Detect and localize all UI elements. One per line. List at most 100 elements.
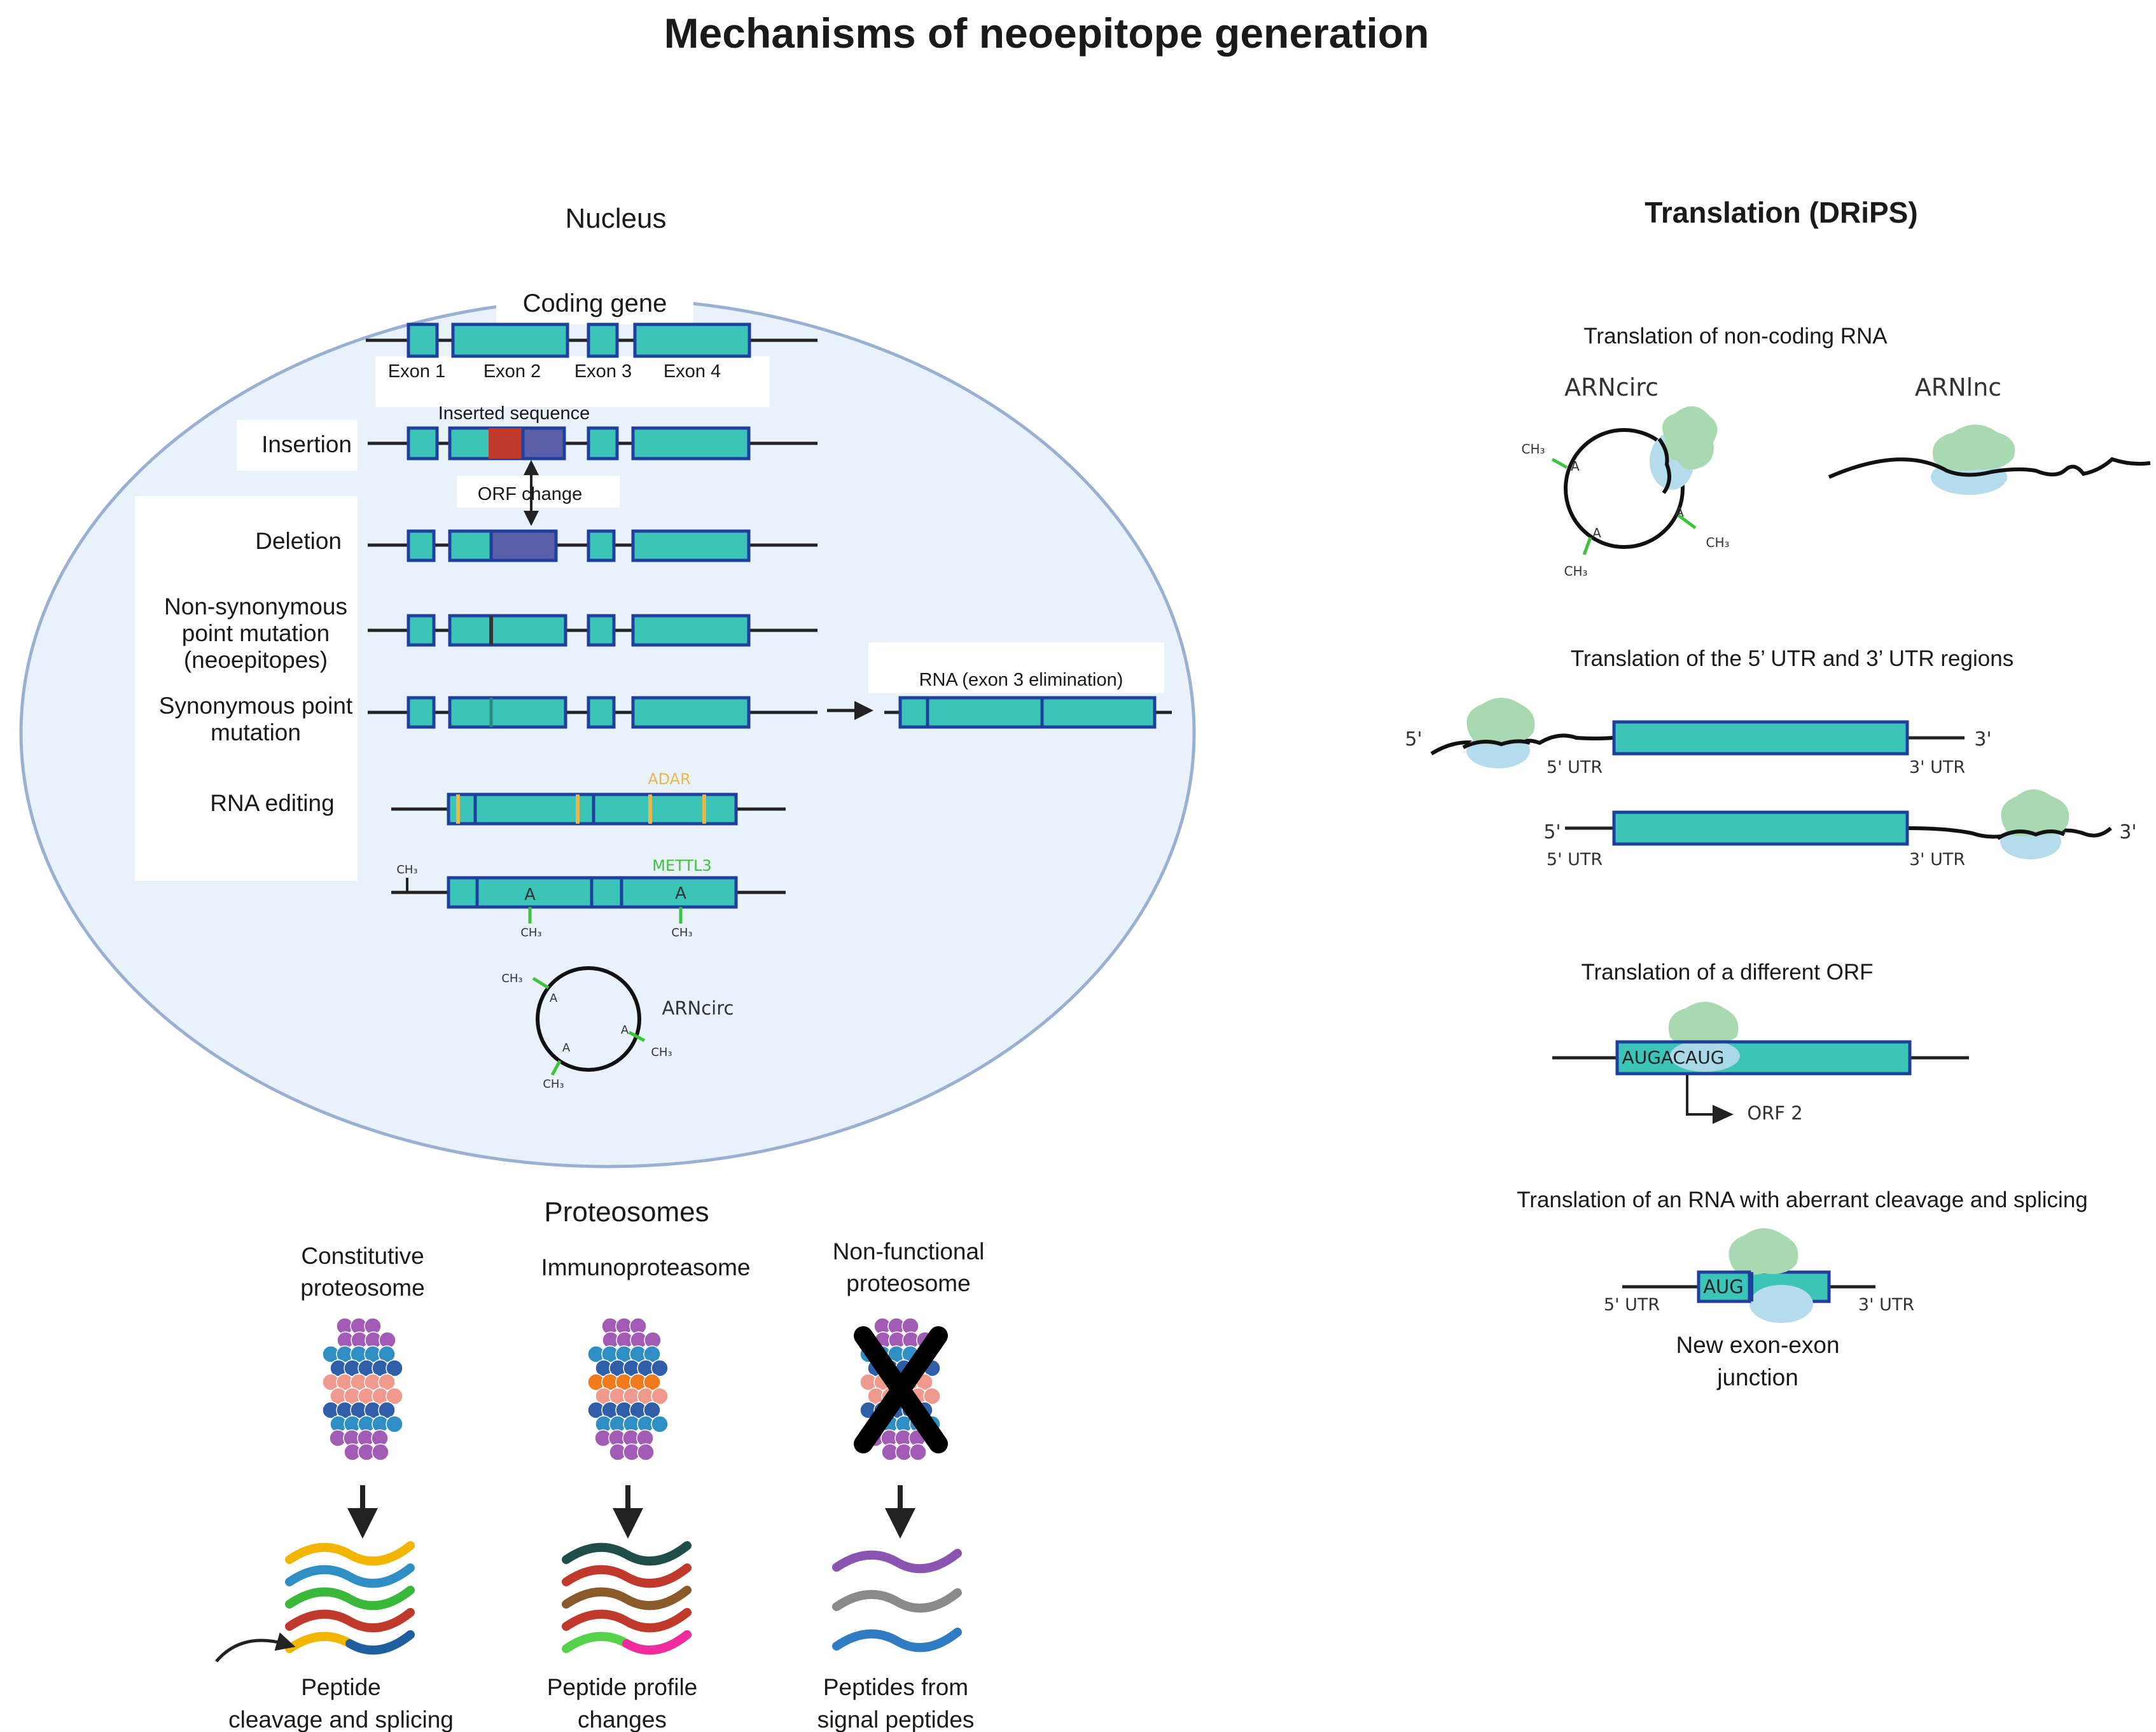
noncoding-title: Translation of non-coding RNA bbox=[1583, 324, 1888, 349]
utr-row2-utr5: 5' UTR bbox=[1547, 850, 1603, 869]
junction-label-1: New exon-exon bbox=[1676, 1332, 1839, 1358]
inserted-sequence-label: Inserted sequence bbox=[438, 403, 590, 424]
exon-4 bbox=[633, 322, 751, 358]
peptide-strand bbox=[832, 1628, 962, 1652]
coding-gene-label: Coding gene bbox=[523, 289, 667, 317]
peptide-strand bbox=[562, 1586, 692, 1611]
inserted-sequence bbox=[489, 428, 523, 459]
arncirc-label: ARNcirc bbox=[1564, 373, 1659, 401]
syn-label-1: Synonymous point bbox=[159, 693, 353, 719]
deletion-row bbox=[368, 529, 817, 562]
proteasomes-heading: Proteosomes bbox=[544, 1196, 709, 1228]
nucleus-circ-ch3-1: CH₃ bbox=[501, 972, 522, 985]
mettl3-label: METTL3 bbox=[652, 857, 711, 875]
adar-label: ADAR bbox=[648, 770, 691, 788]
altered-segment bbox=[622, 1630, 692, 1655]
orf-title: Translation of a different ORF bbox=[1581, 960, 1873, 985]
aberrant-utr3: 3' UTR bbox=[1858, 1295, 1914, 1315]
ch3-label-1: CH₃ bbox=[520, 926, 541, 939]
nucleus-circ-a2: A bbox=[621, 1023, 629, 1037]
peptide-strand bbox=[832, 1549, 962, 1574]
out1-label-1: Peptide bbox=[301, 1674, 381, 1700]
utr-row2-3prime: 3' bbox=[2119, 821, 2136, 843]
nonsyn-row bbox=[368, 614, 817, 647]
coding-gene-row bbox=[366, 322, 817, 358]
nucleus-heading: Nucleus bbox=[566, 203, 667, 234]
rna-editing-label: RNA editing bbox=[210, 790, 334, 816]
rna-exon3-label: RNA (exon 3 elimination) bbox=[919, 670, 1123, 690]
utr-title: Translation of the 5’ UTR and 3’ UTR reg… bbox=[1571, 646, 2013, 671]
proteasome-subunit bbox=[909, 1443, 927, 1461]
augacaug-label: AUGACAUG bbox=[1622, 1047, 1725, 1068]
proteasome-subunit bbox=[637, 1443, 655, 1461]
exon-1 bbox=[407, 322, 439, 358]
utr-row2-utr3: 3' UTR bbox=[1909, 850, 1965, 869]
immunoproteasome-icon bbox=[587, 1317, 669, 1461]
utr5-row bbox=[1430, 698, 1965, 768]
deletion-label: Deletion bbox=[255, 528, 342, 554]
peptide-strand bbox=[562, 1541, 692, 1566]
nucleus-panel: Nucleus Coding gene Exon 1 Exon 2 Exon 3… bbox=[19, 203, 1196, 1168]
exon-4-label: Exon 4 bbox=[664, 361, 721, 382]
orf-change-label: ORF change bbox=[478, 484, 582, 504]
orf2-label: ORF 2 bbox=[1747, 1102, 1802, 1124]
peptide-strand bbox=[285, 1541, 415, 1566]
mettl3-row bbox=[391, 876, 786, 924]
arncirc-ch3-1: CH₃ bbox=[1521, 441, 1545, 457]
peptide-strand bbox=[562, 1608, 692, 1633]
nucleus-circ-a3: A bbox=[562, 1041, 571, 1055]
exon-2 bbox=[451, 322, 569, 358]
nucleus-circrna bbox=[532, 966, 646, 1076]
aberrant-utr5: 5' UTR bbox=[1604, 1295, 1660, 1315]
nucleus-arncirc-label: ARNcirc bbox=[662, 997, 734, 1019]
nonfunctional-label-2: proteosome bbox=[846, 1270, 970, 1296]
ch3-cap-label: CH₃ bbox=[396, 863, 417, 876]
insertion-label: Insertion bbox=[261, 431, 352, 457]
aberrant-title: Translation of an RNA with aberrant clea… bbox=[1517, 1188, 2088, 1212]
ch3-label-2: CH₃ bbox=[671, 926, 692, 939]
arncirc-a1: A bbox=[1571, 459, 1580, 474]
exon-3 bbox=[587, 322, 619, 358]
syn-label-2: mutation bbox=[211, 719, 301, 745]
proteasome-subunit bbox=[386, 1359, 403, 1377]
peptides-spliced-icon bbox=[285, 1541, 415, 1655]
nucleus-circ-ch3-3: CH₃ bbox=[543, 1077, 564, 1091]
proteasome-subunit bbox=[386, 1415, 403, 1433]
aberrant-row bbox=[1622, 1228, 1875, 1323]
utr-row1-5prime: 5' bbox=[1405, 728, 1422, 751]
out2-label-2: changes bbox=[578, 1707, 667, 1732]
arnlnc-ribosome-icon bbox=[1828, 424, 2151, 495]
nucleus-circ-a1: A bbox=[550, 992, 558, 1005]
constitutive-proteasome-icon bbox=[322, 1317, 403, 1461]
peptide-strand bbox=[832, 1588, 962, 1613]
syn-row bbox=[368, 696, 817, 729]
proteasome-subunit bbox=[651, 1387, 669, 1405]
x-mark-icon bbox=[854, 1326, 948, 1453]
peptide-strand bbox=[562, 1563, 692, 1588]
peptide-strand bbox=[285, 1586, 415, 1611]
m6a-label-2: A bbox=[675, 884, 686, 903]
peptide-strand bbox=[285, 1608, 415, 1633]
utr-row1-utr3: 3' UTR bbox=[1909, 758, 1965, 777]
arncirc-a2: A bbox=[1675, 504, 1684, 520]
junction-label-2: junction bbox=[1716, 1364, 1798, 1390]
arncirc-ch3-3: CH₃ bbox=[1564, 564, 1587, 579]
out1-label-2: cleavage and splicing bbox=[228, 1707, 454, 1732]
proteasome-subunit bbox=[386, 1387, 403, 1405]
utr-row1-3prime: 3' bbox=[1974, 728, 1991, 751]
proteasomes-panel: Proteosomes Constitutive proteosome Immu… bbox=[215, 1196, 985, 1732]
m6a-label-1: A bbox=[524, 885, 536, 904]
nonfunctional-label-1: Non-functional bbox=[833, 1238, 985, 1264]
nonsyn-label-3: (neoepitopes) bbox=[184, 647, 328, 673]
proteasome-subunit bbox=[651, 1359, 669, 1377]
spliced-segment bbox=[345, 1630, 415, 1655]
exon-2-label: Exon 2 bbox=[483, 361, 541, 382]
peptide-strand bbox=[285, 1563, 415, 1588]
arncirc-ribosome-icon bbox=[1551, 406, 1718, 555]
aug-label: AUG bbox=[1703, 1276, 1744, 1298]
curved-arrow-icon bbox=[215, 1632, 296, 1663]
peptides-signal-icon bbox=[832, 1549, 962, 1652]
orf-row bbox=[1552, 1002, 1969, 1124]
exon-3-label: Exon 3 bbox=[574, 361, 632, 382]
